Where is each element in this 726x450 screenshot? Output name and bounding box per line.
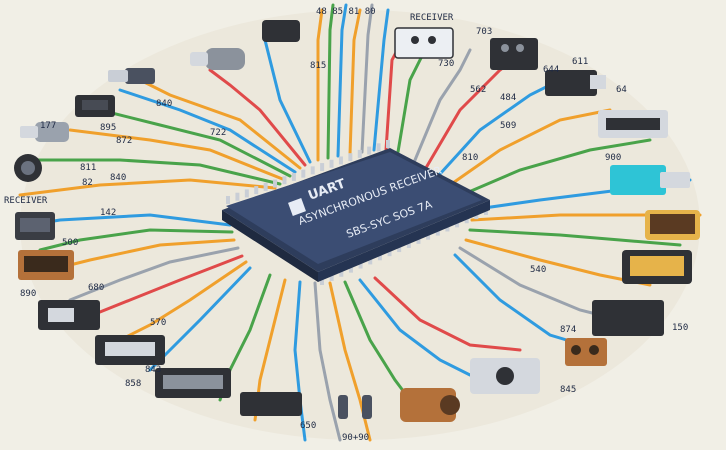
- terminal-block-left: [18, 250, 74, 280]
- label-bottom: 90+90: [342, 433, 369, 443]
- label-703: 703: [476, 27, 492, 37]
- chip-pin: [254, 186, 258, 194]
- chip-pin: [245, 189, 249, 197]
- round-knob-left: [14, 154, 42, 182]
- label-722: 722: [210, 128, 226, 138]
- chip-pin: [292, 173, 296, 181]
- label-500: 500: [62, 238, 78, 248]
- chip-pin: [386, 140, 390, 148]
- chip-pin: [348, 153, 352, 161]
- terminal-block-bottom-right: [565, 338, 607, 366]
- chip-pin: [301, 170, 305, 178]
- chip-pin: [330, 160, 334, 168]
- box-top-center: [395, 28, 453, 58]
- gold-connector-right: [622, 250, 692, 284]
- label-843: 843: [145, 365, 161, 375]
- label-82: 82: [82, 178, 93, 188]
- label-177: 177: [40, 121, 56, 131]
- box-module-bottom-right: [470, 358, 540, 394]
- chip-pin: [377, 143, 381, 151]
- chip-pin: [358, 150, 362, 158]
- chip-pin: [339, 156, 343, 164]
- label-540: 540: [530, 265, 546, 275]
- label-680: 680: [88, 283, 104, 293]
- chip-pin: [282, 176, 286, 184]
- label-730: 730: [438, 59, 454, 69]
- header-module-top-right: [598, 110, 668, 138]
- label-872: 872: [116, 136, 132, 146]
- label-150: 150: [672, 323, 688, 333]
- label-811: 811: [80, 163, 96, 173]
- label-840: 840: [110, 173, 126, 183]
- label-810: 810: [462, 153, 478, 163]
- label-840b: 840: [156, 99, 172, 109]
- label-509: 509: [500, 121, 516, 131]
- label-142: 142: [100, 208, 116, 218]
- barrel-jack-bottom: [400, 388, 460, 422]
- usb-module-left: [38, 300, 100, 330]
- header-connector-top-left: [75, 95, 115, 117]
- plug-top-center: [262, 20, 300, 42]
- module-left: [15, 212, 55, 240]
- chip-bottom: [240, 392, 302, 416]
- label-484: 484: [500, 93, 516, 103]
- label-845: 845: [560, 385, 576, 395]
- gold-block-right: [645, 210, 700, 240]
- label-receiver-top: RECEIVER: [410, 13, 454, 23]
- chip-pin: [273, 180, 277, 188]
- chip-pin: [367, 147, 371, 155]
- chip-pin: [264, 183, 268, 191]
- label-570: 570: [150, 318, 166, 328]
- relay-module-right: [592, 300, 664, 336]
- label-top-nums: 48 85 81 80: [316, 7, 376, 17]
- usb-connector-top-left: [108, 68, 155, 84]
- label-900: 900: [605, 153, 621, 163]
- chip-pin: [320, 163, 324, 171]
- chip-pin: [235, 193, 239, 201]
- label-611: 611: [572, 57, 588, 67]
- label-650: 650: [300, 421, 316, 431]
- label-815: 815: [310, 61, 326, 71]
- label-64: 64: [616, 85, 627, 95]
- label-874: 874: [560, 325, 576, 335]
- label-858: 858: [125, 379, 141, 389]
- label-562: 562: [470, 85, 486, 95]
- ribbon-connector-bottom: [155, 368, 231, 398]
- label-890: 890: [20, 289, 36, 299]
- label-644: 644: [543, 65, 559, 75]
- socket-top-right: [490, 38, 538, 70]
- chip-pin: [226, 196, 230, 204]
- label-receiver-left: RECEIVER: [4, 196, 48, 206]
- chip-pin: [311, 166, 315, 174]
- dip-connector-bottom-left: [95, 335, 165, 365]
- label-895: 895: [100, 123, 116, 133]
